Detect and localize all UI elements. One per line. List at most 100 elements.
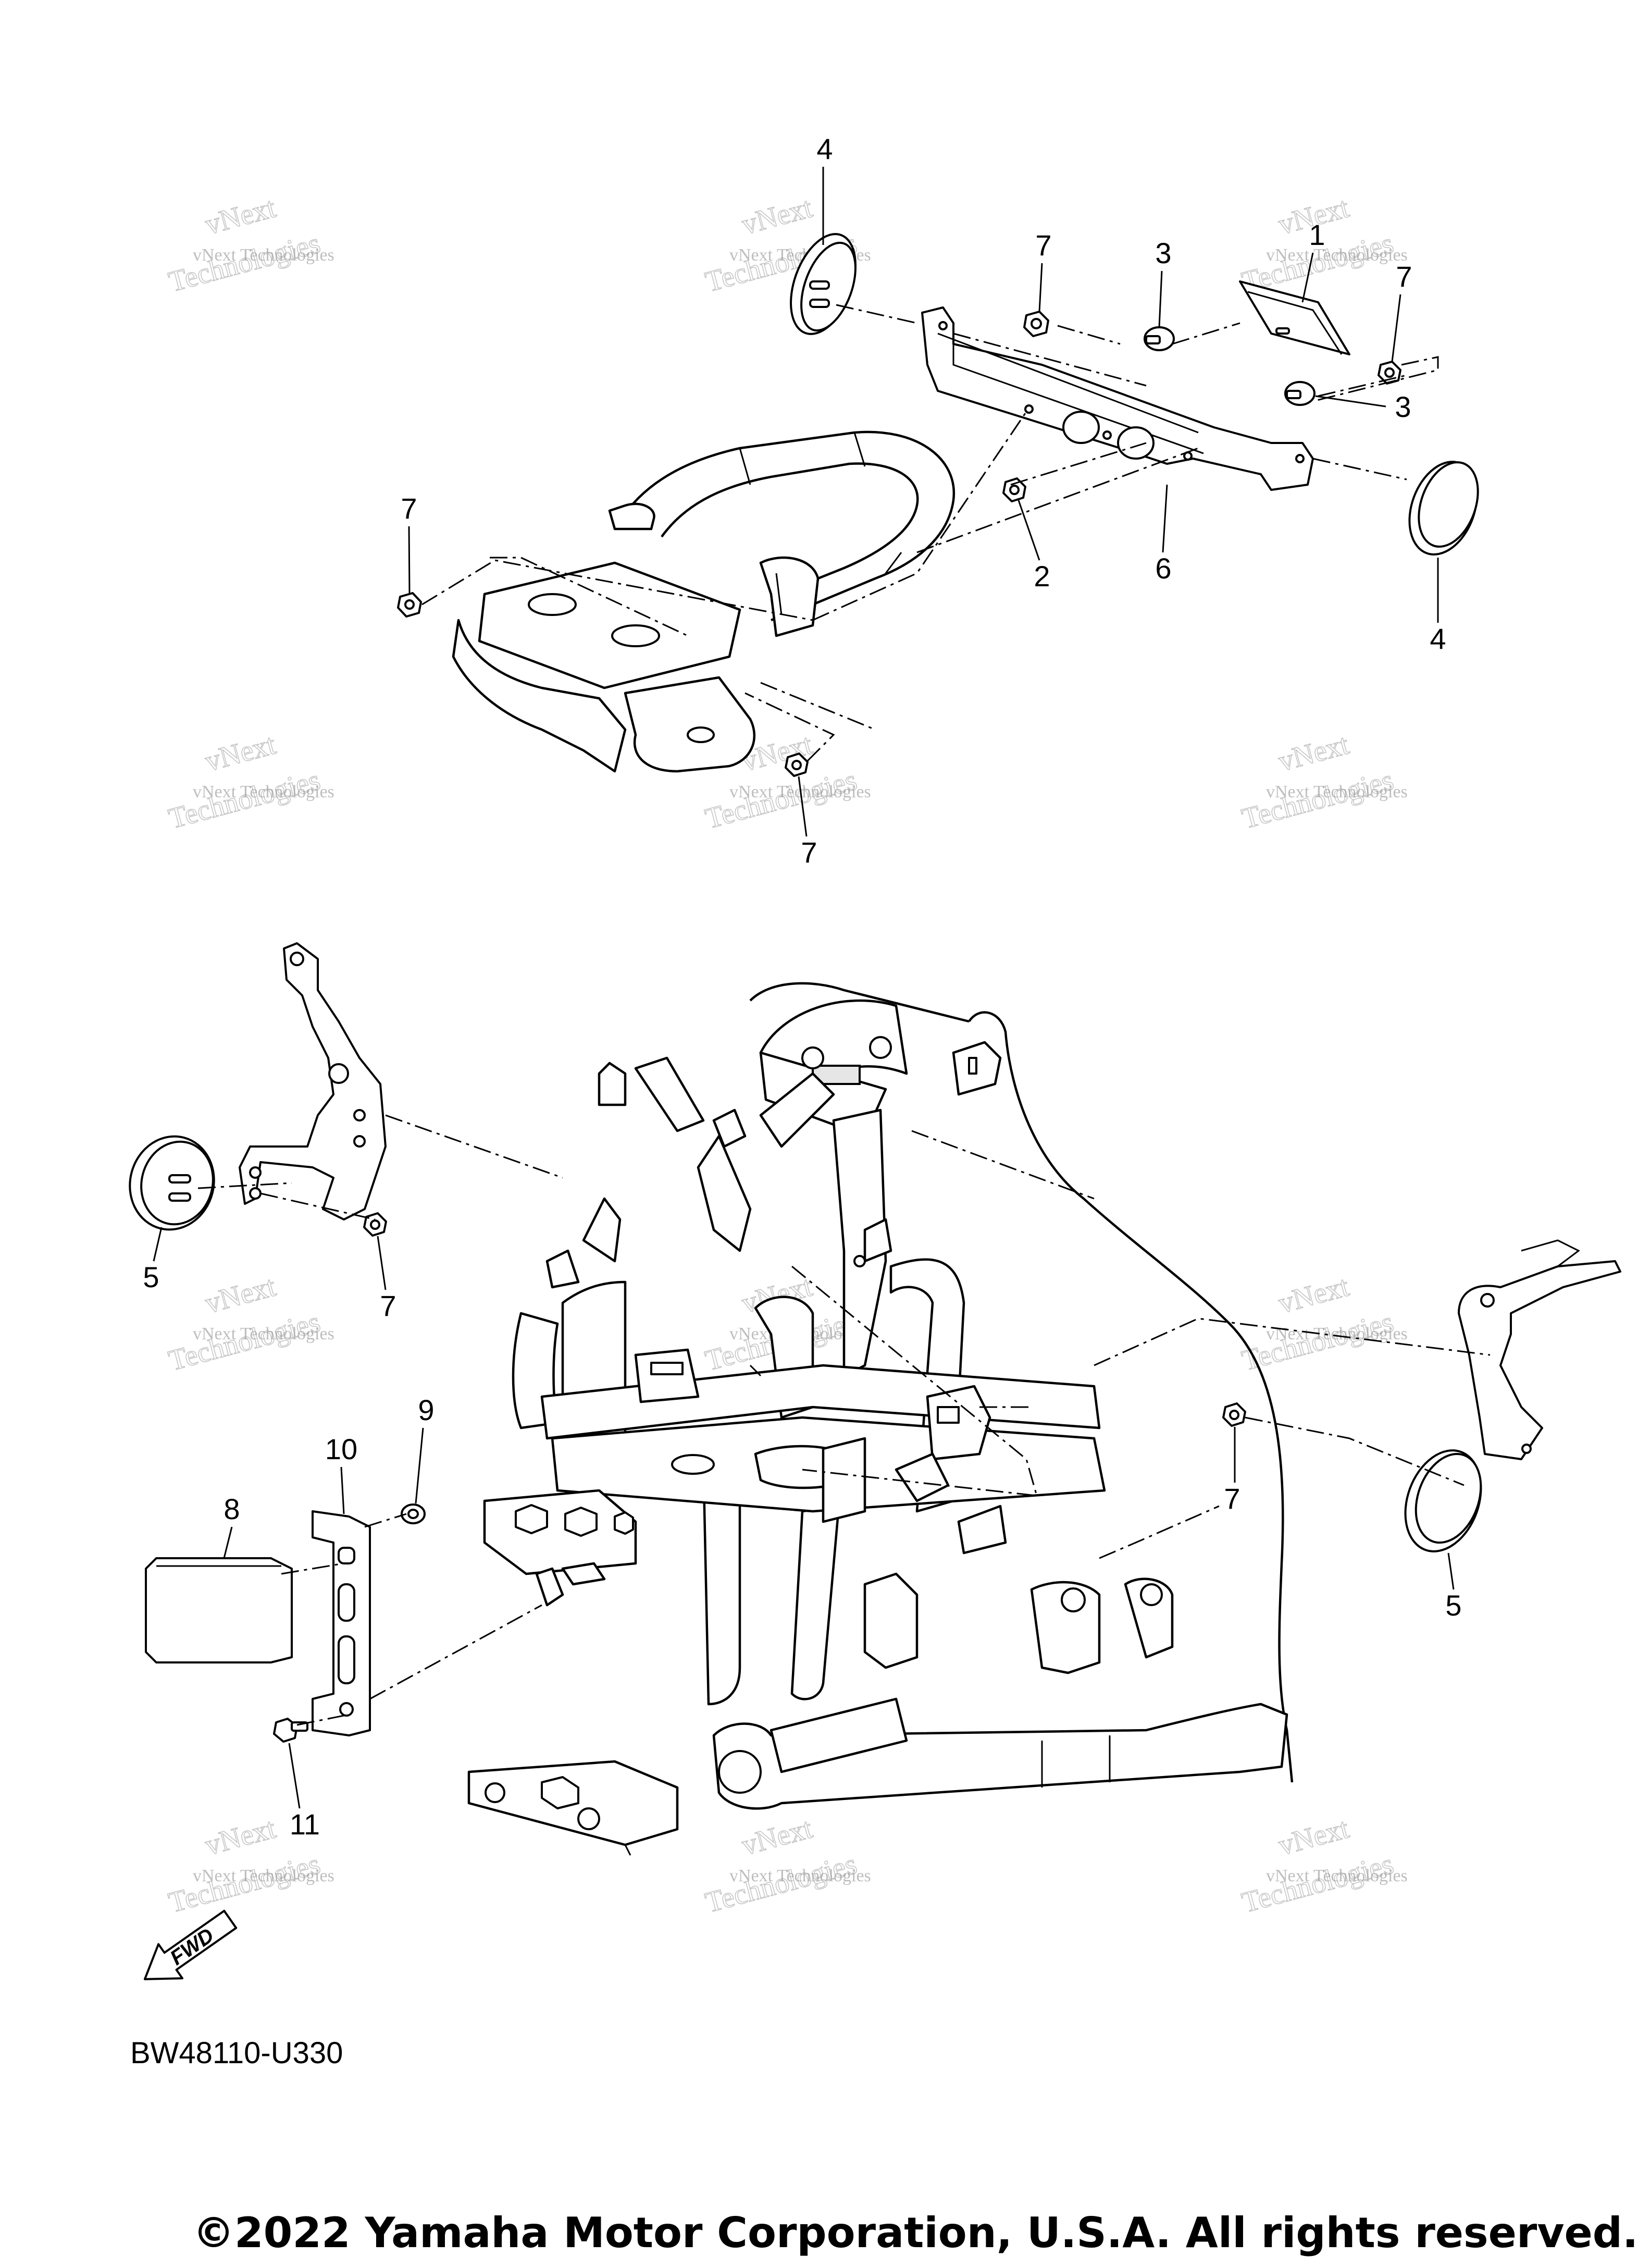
callout-8: 8 <box>224 1493 240 1525</box>
reflector-mount-bracket <box>312 1510 371 1736</box>
watermark: vNext vNext Technologies Technologies <box>1238 728 1408 835</box>
svg-text:vNext: vNext <box>202 1812 279 1862</box>
callout-7: 7 <box>1224 1482 1240 1515</box>
frame-upright <box>832 1108 887 1377</box>
callout-3: 3 <box>1395 390 1411 423</box>
leader-line <box>377 1236 387 1290</box>
washer-9 <box>401 1503 426 1524</box>
callout-7: 7 <box>380 1289 396 1322</box>
svg-text:vNext: vNext <box>202 1270 279 1320</box>
callout-9: 9 <box>418 1394 434 1426</box>
nut-2 <box>1002 477 1026 502</box>
svg-text:vNext: vNext <box>738 1812 816 1862</box>
svg-text:vNext: vNext <box>202 191 279 241</box>
svg-text:Technologies: Technologies <box>165 1306 324 1377</box>
grommet-3-right <box>1284 381 1316 406</box>
svg-text:vNext Technologies: vNext Technologies <box>193 1324 334 1343</box>
leader-line <box>223 1526 233 1559</box>
svg-text:vNext: vNext <box>1275 1812 1352 1862</box>
svg-text:vNext Technologies: vNext Technologies <box>729 1866 871 1885</box>
callout-4: 4 <box>816 132 833 165</box>
watermark: vNext vNext Technologies Technologies <box>165 191 334 299</box>
reflector-round-left <box>129 1135 215 1231</box>
nut-7-left-lower <box>363 1212 387 1237</box>
nut-7-left <box>397 592 422 618</box>
front-tube-lower <box>691 1447 741 1706</box>
callout-7: 7 <box>801 836 817 869</box>
main-frame-section <box>467 982 1294 1856</box>
svg-text:vNext: vNext <box>738 191 816 241</box>
svg-text:Technologies: Technologies <box>702 764 860 835</box>
rear-rack-tube-inner <box>661 462 919 590</box>
callout-2: 2 <box>1034 560 1050 593</box>
reflector-round-right <box>1408 461 1479 556</box>
svg-text:vNext Technologies: vNext Technologies <box>193 1866 334 1885</box>
watermark: vNext vNext Technologies Technologies <box>165 1269 334 1377</box>
svg-text:Technologies: Technologies <box>165 764 324 835</box>
svg-text:vNext Technologies: vNext Technologies <box>193 245 334 265</box>
svg-text:Technologies: Technologies <box>702 1848 860 1919</box>
leader-line <box>288 1743 301 1809</box>
nut-7-mid <box>785 753 809 777</box>
leader-line <box>153 1227 163 1262</box>
svg-text:vNext Technologies: vNext Technologies <box>1266 245 1408 265</box>
leader-line <box>1315 395 1386 408</box>
callout-3: 3 <box>1155 237 1171 269</box>
watermark: vNext vNext Technologies Technologies <box>165 728 334 835</box>
callout-1: 1 <box>1309 218 1325 251</box>
svg-text:vNext: vNext <box>1275 1270 1352 1320</box>
bolt-11 <box>273 1718 308 1743</box>
callout-4: 4 <box>1430 622 1446 655</box>
leader-line <box>1038 263 1043 312</box>
rear-bracket <box>759 556 820 637</box>
reflector-rect-top <box>1239 280 1350 355</box>
nut-7-top <box>1023 311 1049 337</box>
diagram-code: BW48110-U330 <box>130 2036 343 2070</box>
reflector-round-top <box>790 233 857 335</box>
reflector-round-right-lower <box>1404 1449 1482 1552</box>
leader-line <box>415 1427 424 1504</box>
copyright-notice: ©2022 Yamaha Motor Corporation, U.S.A. A… <box>193 2209 1638 2257</box>
front-crossbar <box>483 1489 637 1575</box>
leader-line <box>340 1466 345 1514</box>
reflector-bracket <box>921 306 1314 491</box>
assembly-lines-top <box>421 304 1439 762</box>
callout-11: 11 <box>290 1808 320 1841</box>
rear-frame-section <box>452 430 955 773</box>
rack-tab <box>608 502 655 531</box>
leader-line <box>1447 1552 1455 1590</box>
callout-5: 5 <box>143 1261 159 1293</box>
watermark: vNext vNext Technologies Technologies <box>1238 1269 1408 1377</box>
bracket-hole <box>1062 411 1100 444</box>
bracket-hole <box>1117 426 1155 460</box>
callout-7: 7 <box>1396 260 1412 293</box>
nut-7-right-lower <box>1222 1402 1246 1427</box>
watermark: vNext vNext Technologies Technologies <box>702 1811 871 1919</box>
parts-diagram: vNext vNext Technologies Technologies vN… <box>129 132 1621 1980</box>
callout-5: 5 <box>1445 1589 1461 1622</box>
callout-6: 6 <box>1155 552 1171 585</box>
leader-line <box>798 776 808 837</box>
svg-text:vNext: vNext <box>202 728 279 778</box>
svg-text:Technologies: Technologies <box>165 227 324 299</box>
assembly-lines-bottom <box>197 1114 1491 1726</box>
bottom-rail <box>712 1703 1288 1810</box>
svg-text:Technologies: Technologies <box>1238 1848 1397 1919</box>
callout-7: 7 <box>401 492 417 525</box>
leader-line <box>1301 252 1314 303</box>
fwd-arrow-icon: FWD <box>143 1909 238 1980</box>
svg-text:Technologies: Technologies <box>165 1848 324 1919</box>
callouts: 4 7 3 1 7 3 7 2 6 4 7 5 7 9 10 8 7 <box>143 132 1461 1841</box>
rear-lower-frame <box>624 676 756 773</box>
svg-text:vNext Technologies: vNext Technologies <box>193 782 334 802</box>
callout-10: 10 <box>325 1433 357 1465</box>
left-reflector-bracket <box>239 942 387 1221</box>
svg-text:vNext: vNext <box>1275 728 1352 778</box>
svg-text:vNext Technologies: vNext Technologies <box>1266 782 1408 802</box>
watermark: vNext vNext Technologies Technologies <box>1238 1811 1408 1919</box>
right-reflector-bracket <box>1458 1239 1621 1460</box>
leader-line <box>1158 270 1163 328</box>
leader-line <box>1162 484 1168 553</box>
leader-line <box>1391 294 1401 362</box>
svg-text:vNext Technologies: vNext Technologies <box>1266 1324 1408 1343</box>
